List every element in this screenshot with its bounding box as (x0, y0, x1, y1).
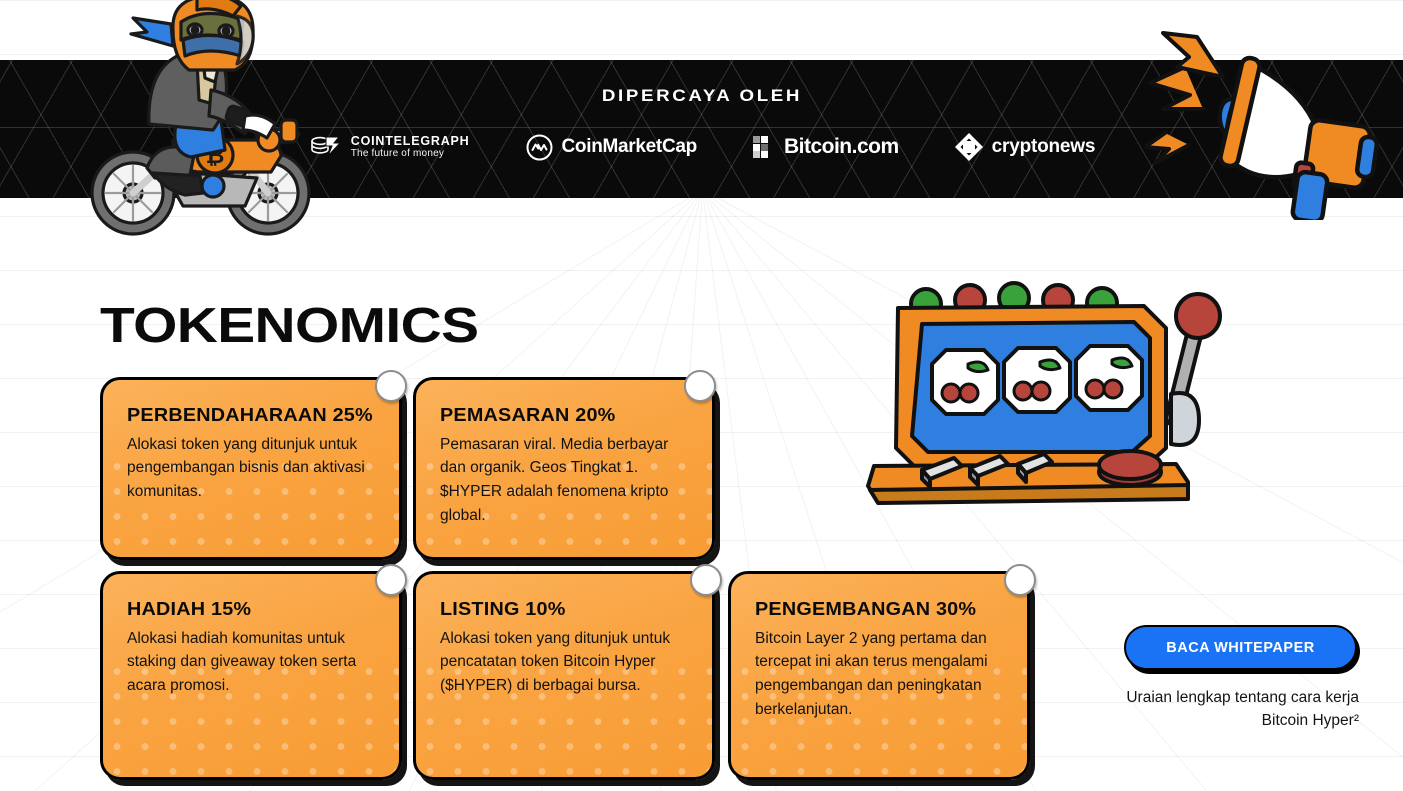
coinmarketcap-icon (526, 134, 553, 161)
card-body: Alokasi token yang ditunjuk untuk pengem… (127, 435, 365, 500)
megaphone-icon (1143, 5, 1400, 225)
card-title: PENGEMBANGAN 30% (755, 598, 977, 619)
tokenomics-card-rewards[interactable]: HADIAH 15% Alokasi hadiah komunitas untu… (100, 571, 402, 780)
read-whitepaper-button[interactable]: BACA WHITEPAPER (1124, 625, 1357, 670)
bitcoin-com-name: Bitcoin.com (783, 135, 899, 158)
card-knob-rewards[interactable] (375, 564, 407, 596)
card-knob-listing[interactable] (690, 564, 722, 596)
card-body: Bitcoin Layer 2 yang pertama dan tercepa… (755, 629, 988, 718)
card-knob-marketing[interactable] (684, 370, 716, 402)
logo-cryptonews[interactable]: cryptonews (954, 133, 1096, 161)
whitepaper-subtext: Uraian lengkap tentang cara kerja Bitcoi… (1126, 689, 1359, 730)
logo-coinmarketcap[interactable]: CoinMarketCap (526, 134, 697, 161)
card-knob-treasury[interactable] (375, 370, 407, 402)
coinmarketcap-name: CoinMarketCap (561, 136, 698, 157)
logo-cointelegraph[interactable]: COINTELEGRAPH The future of money (308, 132, 470, 162)
card-knob-development[interactable] (1004, 564, 1036, 596)
card-body: Alokasi hadiah komunitas untuk staking d… (127, 629, 357, 694)
logo-bitcoin-com[interactable]: Bitcoin.com (752, 135, 899, 159)
cryptonews-name: cryptonews (991, 136, 1096, 157)
tokenomics-card-treasury[interactable]: PERBENDAHARAAN 25% Alokasi token yang di… (100, 377, 402, 560)
tokenomics-card-development[interactable]: PENGEMBANGAN 30% Bitcoin Layer 2 yang pe… (728, 571, 1030, 780)
cointelegraph-tagline: The future of money (350, 148, 445, 160)
tokenomics-card-marketing[interactable]: PEMASARAN 20% Pemasaran viral. Media ber… (413, 377, 715, 560)
bitcoin-biker-icon: ₿ (85, 0, 330, 250)
card-title: PERBENDAHARAAN 25% (127, 404, 373, 425)
section-title: TOKENOMICS (100, 299, 479, 353)
slot-machine-icon (866, 276, 1236, 526)
bitcoin-com-icon (752, 136, 775, 158)
tokenomics-card-listing[interactable]: LISTING 10% Alokasi token yang ditunjuk … (413, 571, 715, 780)
whitepaper-cta: BACA WHITEPAPER Uraian lengkap tentang c… (1124, 625, 1359, 733)
card-title: PEMASARAN 20% (440, 404, 616, 425)
cryptonews-icon (954, 133, 983, 161)
card-body: Pemasaran viral. Media berbayar dan orga… (440, 435, 669, 524)
cointelegraph-name: COINTELEGRAPH (350, 134, 470, 149)
card-title: HADIAH 15% (127, 598, 252, 619)
card-title: LISTING 10% (440, 598, 566, 619)
card-body: Alokasi token yang ditunjuk untuk pencat… (440, 629, 671, 694)
trusted-by-title: DIPERCAYA OLEH (601, 86, 802, 105)
